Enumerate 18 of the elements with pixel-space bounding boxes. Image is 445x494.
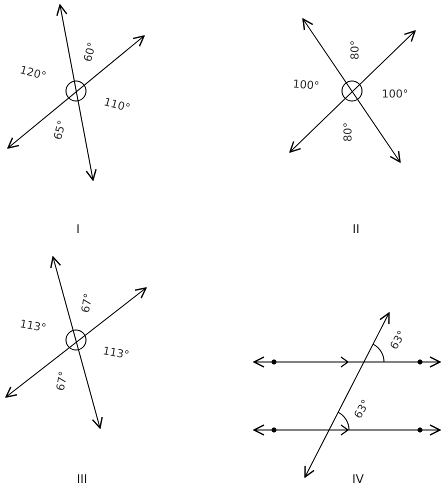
figure-numeral: I <box>76 223 80 235</box>
angle-measure: 113° <box>102 345 130 361</box>
figure-numeral: II <box>352 223 360 235</box>
angle-measure: 120° <box>18 64 48 82</box>
angle-measure: 100° <box>292 78 320 92</box>
angle-measure: 67° <box>80 292 94 314</box>
angle-measure: 60° <box>82 41 98 63</box>
angle-measure: 65° <box>52 119 68 141</box>
angle-measure: 63° <box>388 328 408 352</box>
figure-numeral: III <box>76 473 88 485</box>
angle-measure: 80° <box>350 40 360 60</box>
angle-measure: 63° <box>352 398 372 420</box>
angle-measure: 80° <box>342 122 354 142</box>
angle-measure: 67° <box>54 370 70 392</box>
figure-numeral: IV <box>352 473 364 485</box>
angle-measure: 100° <box>382 88 408 100</box>
angle-measure: 113° <box>19 318 47 334</box>
angle-measure: 110° <box>102 96 132 114</box>
